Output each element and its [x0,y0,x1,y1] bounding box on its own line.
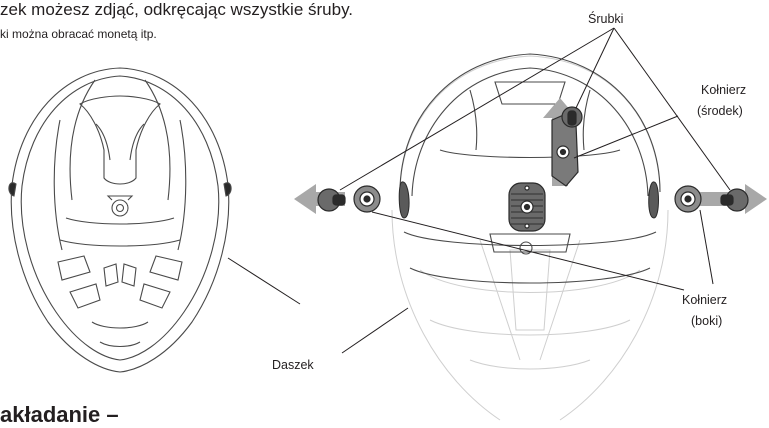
helmet-exploded-view [392,54,668,420]
label-collar-sides-line1: Kołnierz [682,293,727,308]
label-screws: Śrubki [588,12,623,27]
label-collar-sides-line2: (boki) [691,314,722,329]
label-collar-center-line1: Kołnierz [701,83,746,98]
collar-side-right [675,186,701,212]
mount-plate-center [509,183,545,231]
collar-side-left [354,186,380,212]
helmet-side-mount-left [399,182,409,218]
helmet-top-view [9,68,231,372]
section-heading: akładanie – [0,402,119,428]
label-visor: Daszek [272,358,314,373]
screw-center-top [562,107,582,127]
helmet-side-mount-right [649,182,659,218]
label-collar-center-line2: (środek) [697,104,743,119]
